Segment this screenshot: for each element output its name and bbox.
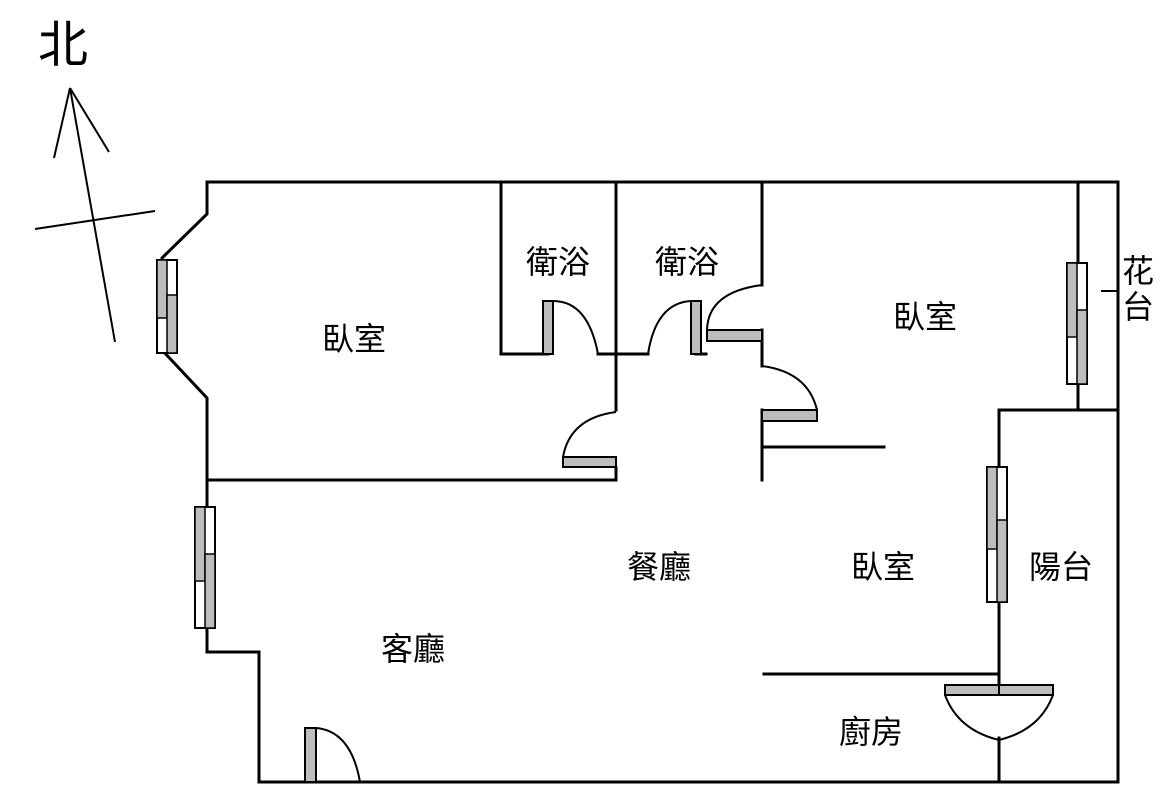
door-entrance (304, 727, 361, 783)
room-label-living: 客廳 (381, 630, 445, 668)
window-bedroom-nw (156, 259, 178, 354)
door-bedroom-nw (562, 411, 617, 468)
door-bath-1 (542, 300, 599, 355)
room-label-bedroom-ne: 臥室 (893, 298, 957, 336)
interior-walls (205, 180, 1120, 784)
room-label-balcony: 陽台 (1029, 548, 1093, 586)
window-bedroom-ne (1066, 262, 1088, 385)
room-label-bath-2: 衛浴 (655, 243, 719, 281)
room-label-bedroom-nw: 臥室 (322, 320, 386, 358)
north-label: 北 (38, 16, 88, 74)
room-label-planter: 花 台 (1122, 252, 1164, 326)
door-kitchen-balcony (944, 684, 1054, 741)
window-balcony (986, 466, 1008, 603)
door-bedroom-ne-lower (761, 365, 818, 422)
room-label-kitchen: 廚房 (839, 713, 903, 751)
door-bedroom-ne-upper (706, 284, 763, 342)
room-label-bath-1: 衛浴 (526, 243, 590, 281)
window-living (194, 506, 216, 629)
north-arrow (34, 87, 156, 343)
door-bath-2 (647, 300, 702, 355)
room-label-bedroom-se: 臥室 (851, 548, 915, 586)
room-label-dining: 餐廳 (627, 548, 691, 586)
outer-walls (160, 180, 1120, 784)
